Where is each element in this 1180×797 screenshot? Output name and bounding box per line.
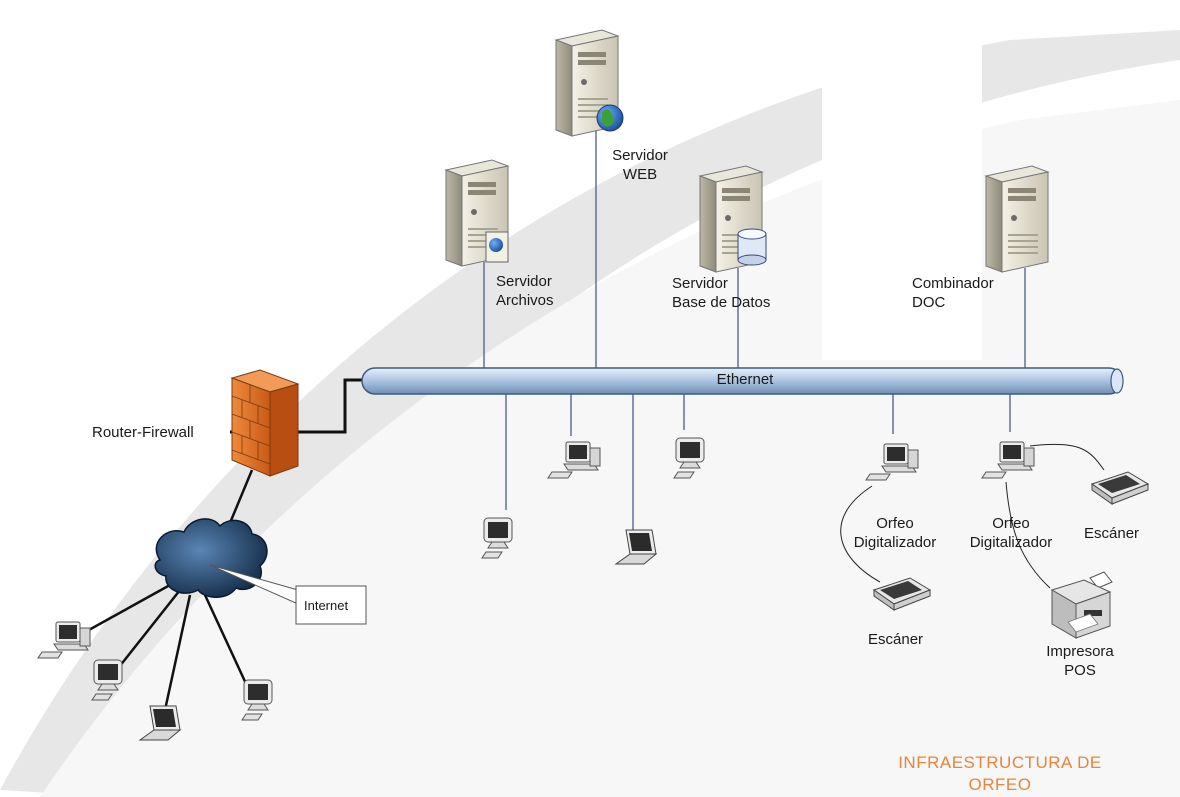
internet-cloud-icon bbox=[154, 518, 268, 598]
database-icon bbox=[737, 228, 767, 266]
server-combiner-line1: Combinador bbox=[912, 275, 994, 292]
backbone-label: Ethernet bbox=[716, 371, 774, 388]
server-combiner-label: Combinador DOC bbox=[912, 274, 994, 312]
diagram-title-line1: INFRAESTRUCTURA DE bbox=[898, 753, 1102, 772]
internet-label: Internet bbox=[304, 598, 349, 613]
remote-workstation-icon bbox=[37, 621, 91, 659]
server-files-line1: Servidor bbox=[496, 273, 552, 290]
peripheral-cables bbox=[840, 443, 1105, 589]
server-web-icon bbox=[555, 29, 624, 137]
digitizer-2-label: Orfeo Digitalizador bbox=[956, 514, 1066, 552]
diagram-title: INFRAESTRUCTURA DE ORFEO bbox=[860, 752, 1140, 796]
server-database-line2: Base de Datos bbox=[672, 294, 771, 311]
server-web-label: Servidor WEB bbox=[600, 146, 680, 184]
server-files-label: Servidor Archivos bbox=[496, 272, 554, 310]
diagram-title-line2: ORFEO bbox=[968, 775, 1032, 794]
digitizer-1-label: Orfeo Digitalizador bbox=[840, 514, 950, 552]
printer-icon bbox=[1050, 571, 1113, 639]
printer-line1: Impresora bbox=[1046, 643, 1114, 660]
ethernet-backbone bbox=[361, 367, 1124, 395]
server-database-line1: Servidor bbox=[672, 275, 728, 292]
server-database-icon bbox=[699, 165, 767, 273]
scanner-2-label: Escáner bbox=[1084, 525, 1140, 542]
server-files-line2: Archivos bbox=[496, 292, 554, 309]
printer-line2: POS bbox=[1064, 662, 1096, 679]
server-combiner-line2: DOC bbox=[912, 294, 946, 311]
scanner-1-label: Escáner bbox=[868, 631, 924, 648]
server-combiner-icon bbox=[985, 165, 1049, 273]
digitizer-1-line2: Digitalizador bbox=[853, 534, 937, 551]
internet-callout bbox=[209, 564, 367, 625]
firewall-icon bbox=[230, 369, 300, 477]
connection-lines bbox=[483, 130, 1026, 530]
server-web-line1: Servidor bbox=[612, 147, 668, 164]
digitizer-1-line1: Orfeo bbox=[876, 515, 914, 532]
internet-spokes bbox=[77, 583, 250, 711]
digitizer-2-line1: Orfeo bbox=[992, 515, 1030, 532]
white-block bbox=[822, 20, 982, 360]
digitizer-2-line2: Digitalizador bbox=[969, 534, 1053, 551]
server-database-label: Servidor Base de Datos bbox=[672, 274, 770, 312]
server-files-icon bbox=[445, 159, 509, 267]
server-web-line2: WEB bbox=[622, 166, 658, 183]
router-label: Router-Firewall bbox=[92, 424, 194, 441]
printer-label: Impresora POS bbox=[1030, 642, 1130, 680]
